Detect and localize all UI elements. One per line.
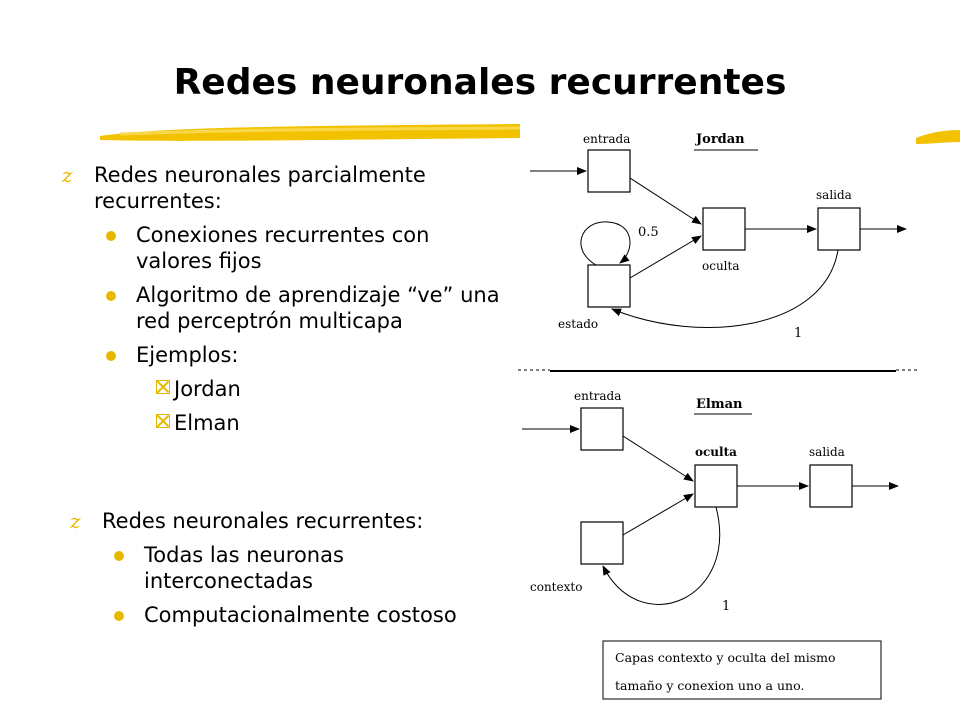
jordan-feedback-weight: 1: [794, 326, 802, 341]
elman-input-to-hidden: [622, 435, 694, 482]
jordan-state-label: estado: [558, 317, 598, 331]
elman-network: Elman entrada oculta salida contexto 1: [522, 389, 899, 614]
section1-item: Ejemplos:: [136, 343, 239, 367]
elman-output-label: salida: [809, 445, 845, 459]
jordan-input-to-hidden: [629, 177, 702, 225]
jordan-self-weight: 0.5: [638, 225, 659, 240]
jordan-self-loop: [580, 221, 631, 266]
bullet-level2: Computacionalmente costoso: [70, 602, 510, 628]
jordan-output-label: salida: [816, 188, 852, 202]
elman-context-node: [580, 521, 624, 565]
dot-bullet-icon: [106, 291, 116, 301]
bullet-marker-icon: z: [70, 509, 81, 533]
elman-context-to-hidden: [622, 493, 694, 536]
bullet-level2: Algoritmo de aprendizaje “ve” una red pe…: [62, 282, 502, 334]
elman-hidden-node: [694, 464, 738, 508]
jordan-state-to-hidden: [629, 235, 702, 279]
elman-input-node: [580, 407, 624, 451]
bullet-marker-icon: z: [62, 163, 73, 187]
note-line-2: tamaño y conexion uno a uno.: [615, 678, 804, 693]
jordan-input-node: [587, 149, 631, 193]
bullet-level2: Todas las neuronas interconectadas: [70, 542, 510, 594]
elman-title: Elman: [696, 397, 743, 412]
box-x-bullet-icon: [156, 414, 170, 428]
note-line-1: Capas contexto y oculta del mismo: [615, 650, 836, 665]
note-box-frame: [602, 640, 882, 700]
slide-title: Redes neuronales recurrentes: [173, 62, 787, 103]
section-partially-recurrent: z Redes neuronales parcialmente recurren…: [62, 162, 502, 436]
bullet-level1: z Redes neuronales recurrentes:: [70, 508, 510, 534]
elman-hidden-label: oculta: [695, 445, 737, 459]
dot-bullet-icon: [114, 611, 124, 621]
bullet-level1: z Redes neuronales parcialmente recurren…: [62, 162, 502, 214]
note-box: Capas contexto y oculta del mismo tamaño…: [602, 640, 882, 700]
box-x-bullet-icon: [156, 380, 170, 394]
dot-bullet-icon: [106, 231, 116, 241]
title-underline-brush-right: [916, 130, 960, 144]
jordan-hidden-label: oculta: [702, 259, 740, 273]
jordan-hidden-node: [702, 207, 746, 251]
elman-feedback-arc: [602, 506, 721, 605]
elman-input-label: entrada: [574, 389, 621, 403]
elman-context-label: contexto: [530, 580, 582, 594]
jordan-network: Jordan entrada oculta salida estado 0.5 …: [530, 132, 907, 341]
section1-item: Algoritmo de aprendizaje “ve” una red pe…: [136, 283, 500, 333]
jordan-title: Jordan: [695, 132, 745, 147]
title-underline-brush: [100, 124, 520, 141]
jordan-feedback-arc: [611, 249, 839, 328]
dot-bullet-icon: [106, 351, 116, 361]
example-elman: Elman: [174, 411, 240, 435]
jordan-output-node: [817, 207, 861, 251]
section2-item: Todas las neuronas interconectadas: [144, 543, 344, 593]
jordan-input-label: entrada: [583, 132, 630, 146]
section1-heading: Redes neuronales parcialmente recurrente…: [94, 163, 426, 213]
example-jordan: Jordan: [174, 377, 241, 401]
jordan-state-node: [587, 264, 631, 308]
section2-item: Computacionalmente costoso: [144, 603, 457, 627]
bullet-level3: Elman: [62, 410, 502, 436]
bullet-level2: Ejemplos:: [62, 342, 502, 368]
section-fully-recurrent: z Redes neuronales recurrentes: Todas la…: [70, 508, 510, 628]
section1-item: Conexiones recurrentes con valores fijos: [136, 223, 430, 273]
bullet-level2: Conexiones recurrentes con valores fijos: [62, 222, 502, 274]
network-diagrams: Jordan entrada oculta salida estado 0.5 …: [518, 132, 918, 700]
elman-feedback-weight: 1: [722, 599, 730, 614]
dot-bullet-icon: [114, 551, 124, 561]
bullet-level3: Jordan: [62, 376, 502, 402]
section2-heading: Redes neuronales recurrentes:: [102, 509, 424, 533]
elman-output-node: [809, 464, 853, 508]
